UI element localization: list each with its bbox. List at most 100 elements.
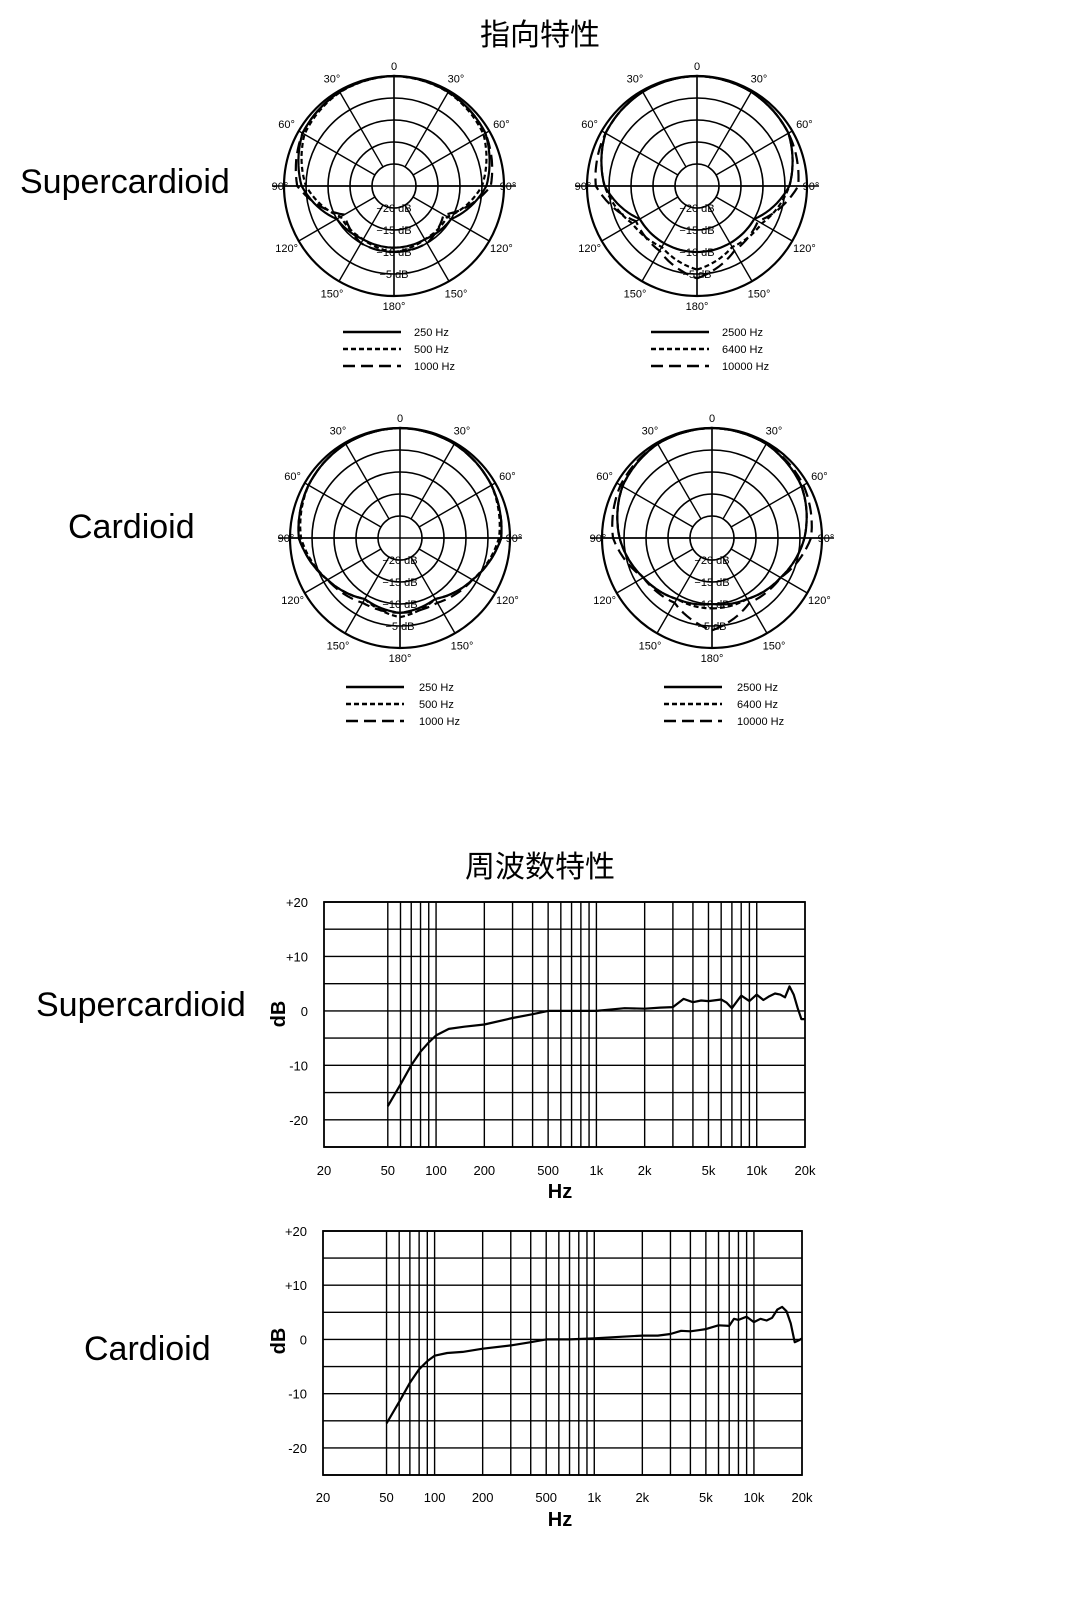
y-tick-label: 0: [300, 1332, 307, 1347]
polar-angle-label: 30°: [766, 426, 783, 438]
polar-series-line: [616, 426, 808, 610]
frequency-section-title: 周波数特性: [465, 850, 615, 885]
polar-series-line: [297, 426, 503, 614]
polar-spoke: [707, 90, 753, 168]
polar-angle-label: 90°: [500, 181, 517, 193]
polar-series-line: [600, 74, 794, 271]
y-tick-label: -20: [289, 1113, 308, 1128]
x-tick-label: 20k: [792, 1490, 813, 1505]
polar-angle-label: 30°: [454, 426, 471, 438]
polar-ring-label: −20 dB: [694, 555, 729, 567]
legend-label: 10000 Hz: [722, 361, 769, 373]
polar-cardioid-label: Cardioid: [68, 508, 195, 546]
response-curve: [385, 1305, 803, 1425]
y-axis-title: dB: [268, 1328, 290, 1355]
polar-spoke: [641, 90, 687, 168]
polar-angle-label: 60°: [796, 119, 813, 131]
y-tick-label: +20: [286, 895, 308, 910]
polar-spoke: [601, 130, 679, 176]
response-curve: [386, 985, 805, 1107]
polar-angle-label: 120°: [281, 595, 304, 607]
polar-ring-label: −5 dB: [379, 269, 408, 281]
polar-ring-label: −20 dB: [376, 203, 411, 215]
y-tick-label: -10: [288, 1387, 307, 1402]
polar-angle-label: 120°: [578, 243, 601, 255]
legend-label: 6400 Hz: [737, 699, 778, 711]
polar-angle-label: 150°: [451, 640, 474, 652]
x-tick-label: 20k: [795, 1163, 816, 1178]
legend-label: 6400 Hz: [722, 344, 763, 356]
polar-angle-label: 30°: [642, 426, 659, 438]
polar-angle-label: 150°: [445, 288, 468, 300]
polar-ring-label: −15 dB: [679, 225, 714, 237]
x-tick-label: 1k: [590, 1163, 604, 1178]
legend-label: 250 Hz: [414, 327, 449, 339]
polar-angle-label: 180°: [701, 653, 724, 665]
polar-ring-label: −10 dB: [382, 599, 417, 611]
polar-series-line: [594, 74, 800, 280]
polar-section-title: 指向特性: [480, 18, 600, 53]
polar-angle-label: 0: [397, 413, 403, 425]
polar-angle-label: 60°: [278, 119, 295, 131]
legend-label: 2500 Hz: [737, 682, 778, 694]
polar-spoke: [410, 556, 456, 634]
polar-angle-label: 120°: [490, 243, 513, 255]
polar-angle-label: 150°: [624, 288, 647, 300]
polar-angle-label: 0: [391, 61, 397, 73]
polar-spoke: [616, 482, 694, 528]
polar-angle-label: 60°: [493, 119, 510, 131]
y-tick-label: +10: [286, 949, 308, 964]
x-tick-label: 1k: [587, 1490, 601, 1505]
polar-angle-label: 90°: [272, 181, 289, 193]
polar-ring-label: −20 dB: [679, 203, 714, 215]
polar-spoke: [715, 130, 793, 176]
polar-ring-label: −15 dB: [694, 577, 729, 589]
y-tick-label: 0: [301, 1004, 308, 1019]
polar-ring-label: −5 dB: [682, 269, 711, 281]
polar-angle-label: 30°: [330, 426, 347, 438]
polar-spoke: [418, 548, 496, 594]
polar-spoke: [298, 130, 376, 176]
polar-angle-label: 90°: [575, 181, 592, 193]
polar-spoke: [338, 90, 384, 168]
x-tick-label: 2k: [635, 1490, 649, 1505]
polar-spoke: [722, 442, 768, 520]
polar-angle-label: 60°: [596, 471, 613, 483]
polar-spoke: [412, 130, 490, 176]
polar-angle-label: 90°: [803, 181, 820, 193]
polar-spoke: [410, 442, 456, 520]
plot-frame: [323, 901, 806, 1148]
polar-ring-label: −15 dB: [382, 577, 417, 589]
polar-angle-label: 150°: [748, 288, 771, 300]
polar-spoke: [730, 482, 808, 528]
x-tick-label: 100: [424, 1490, 446, 1505]
x-tick-label: 200: [473, 1163, 495, 1178]
polar-spoke: [304, 482, 382, 528]
x-tick-label: 100: [425, 1163, 447, 1178]
polar-spoke: [656, 556, 702, 634]
polar-ring-label: −5 dB: [385, 621, 414, 633]
x-axis-title: Hz: [548, 1509, 572, 1531]
polar-angle-label: 30°: [627, 74, 644, 86]
polar-ring-label: −15 dB: [376, 225, 411, 237]
x-tick-label: 500: [537, 1163, 559, 1178]
x-tick-label: 500: [535, 1490, 557, 1505]
y-axis-title: dB: [268, 1001, 290, 1028]
plot-frame: [322, 1230, 803, 1476]
x-tick-label: 2k: [638, 1163, 652, 1178]
polar-series-line: [294, 74, 494, 254]
legend-label: 2500 Hz: [722, 327, 763, 339]
polar-angle-label: 120°: [496, 595, 519, 607]
polar-spoke: [656, 442, 702, 520]
polar-spoke: [404, 204, 450, 282]
polar-supercardioid-label: Supercardioid: [20, 163, 230, 201]
polar-ring-label: −10 dB: [679, 247, 714, 259]
polar-super-high: −20 dB−15 dB−10 dB−5 dB180°150°120°90°60…: [575, 61, 820, 373]
polar-angle-label: 60°: [581, 119, 598, 131]
legend-label: 1000 Hz: [414, 361, 455, 373]
polar-angle-label: 90°: [278, 533, 295, 545]
polar-angle-label: 120°: [793, 243, 816, 255]
